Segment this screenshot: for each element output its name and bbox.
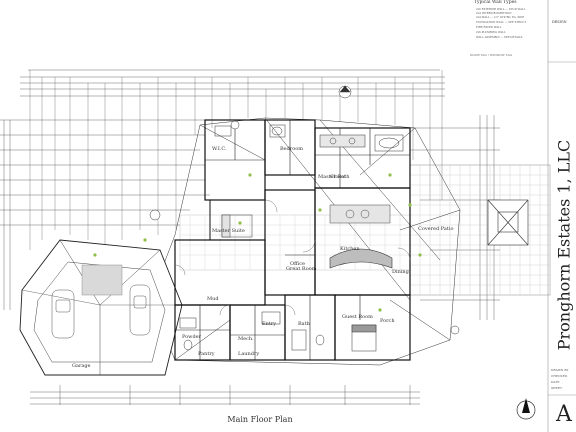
sheet-id: A — [556, 402, 572, 427]
room-label-garage: Garage — [72, 363, 91, 369]
title-block-frame — [547, 0, 576, 432]
wall-types-legend-title: Typical Wall Types — [474, 0, 517, 5]
room-label-mech: Mech. — [238, 336, 254, 342]
title-block-line: SHEET — [551, 386, 563, 390]
dimension-lines-bottom — [30, 385, 420, 405]
room-label-guest-room: Guest Room — [342, 314, 373, 320]
title-block-line: DRAWN BY — [551, 368, 569, 372]
bath-fixtures-lower — [179, 311, 325, 351]
room-label-covered-patio: Covered Patio — [418, 226, 454, 232]
gazebo-structure — [487, 199, 529, 246]
room-label-porch: Porch — [380, 318, 395, 324]
north-arrow-icon — [516, 398, 536, 420]
bed-guest — [351, 324, 377, 352]
master-bath-fixtures — [214, 124, 404, 152]
room-label-powder: Powder — [182, 334, 202, 340]
garage-car-right — [129, 284, 151, 336]
elevation-markers — [149, 85, 460, 335]
title-block-line: DATE — [551, 380, 560, 384]
dimension-lines-left — [0, 119, 210, 310]
legend-entry: 2x6 PLUMBING WALL — [476, 31, 506, 34]
plan-title: Main Floor Plan — [227, 415, 293, 424]
legend-entry: WALL ASSEMBLY — SEE DETAILS — [476, 36, 523, 39]
company-name: Pronghorn Estates 1, LLC — [554, 100, 574, 390]
room-label-mud: Mud — [207, 296, 219, 302]
title-block-line: CHECKED — [551, 374, 568, 378]
room-label-closet: Closet — [330, 174, 346, 180]
door-swings — [174, 199, 411, 316]
room-label-master-bath: Master Bath — [318, 174, 350, 180]
room-label-dining: Dining — [392, 269, 410, 275]
title-block-logo: DESIGN — [552, 20, 567, 24]
room-label-entry: Entry — [262, 321, 276, 327]
room-labels: Garage Mud Pantry Laundry Bath W.I.C. Ma… — [72, 146, 454, 369]
legend-entry: 2x4 INTERIOR PARTITION — [476, 12, 512, 15]
legend-entry: FIRE RATED WALL — [476, 26, 502, 29]
room-label-master-suite: Master Suite — [212, 228, 245, 234]
garage-block — [19, 239, 183, 376]
room-label-laundry: Laundry — [238, 351, 259, 357]
room-label-pantry: Pantry — [198, 351, 215, 357]
dimension-lines-top — [20, 69, 445, 97]
window-tags — [93, 173, 422, 312]
kitchen-island — [329, 204, 393, 269]
bed-master — [221, 214, 253, 238]
room-label-wic: W.I.C. — [212, 146, 227, 152]
legend-entry: 2x4 WALL — 1/2" GYP. BD. EA. SIDE — [476, 16, 525, 19]
room-label-kitchen: Kitchen — [340, 246, 360, 252]
legend-entry: FOUNDATION WALL — SEE STRUCT. — [476, 21, 527, 24]
room-label-office: Office — [290, 261, 305, 267]
legend-extra-note: DOOR TAG / WINDOW TAG — [470, 53, 513, 57]
room-label-bedroom: Bedroom — [280, 146, 303, 152]
room-label-great-room: Great Room — [286, 266, 317, 272]
room-label-bath: Bath — [298, 321, 311, 327]
legend-entry: 2x6 EXTERIOR WALL — STUD WALL — [476, 8, 526, 11]
company-name-text: Pronghorn Estates 1, LLC — [554, 139, 574, 351]
garage-car-left — [51, 289, 75, 339]
